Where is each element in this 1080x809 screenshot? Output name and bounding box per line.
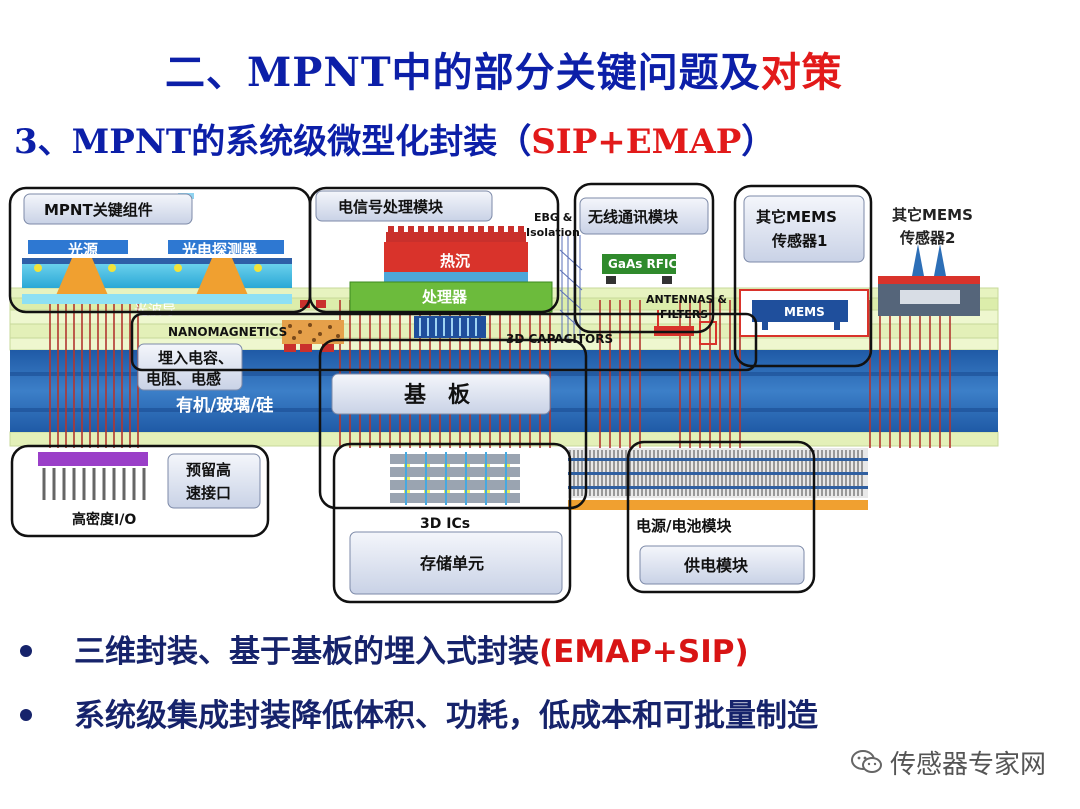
io-chip — [38, 452, 148, 466]
watermark: 传感器专家网 — [850, 744, 1046, 783]
mems1-title-line2: 传感器1 — [771, 232, 827, 250]
mems2-label-line2: 传感器2 — [899, 229, 955, 247]
gaas-rfic-label: GaAs RFIC — [608, 257, 677, 271]
3d-ics-label: 3D ICs — [420, 516, 470, 532]
bullet-dot — [20, 708, 32, 721]
power-battery-stack — [568, 448, 868, 510]
gaas-rfic-chip — [602, 254, 676, 274]
label-boxes — [23, 190, 865, 595]
mems-chip-label: MEMS — [784, 305, 825, 319]
bullet-dot — [20, 644, 32, 657]
photodetector-label: 光电探测器 — [181, 241, 258, 259]
ebg-label: EBG & — [534, 211, 573, 224]
antennas-label: ANTENNAS & — [646, 293, 727, 306]
section-subtitle: 3、MPNT的系统级微型化封装（SIP+EMAP） — [14, 122, 776, 162]
light-source-label: 光源 — [67, 241, 98, 259]
key-components-title: MPNT关键组件 — [44, 201, 153, 219]
optical-components — [22, 193, 292, 304]
supply-module-title: 供电模块 — [683, 556, 749, 575]
outline-boxes — [8, 182, 873, 604]
wechat-icon — [850, 748, 884, 783]
high-density-io-label: 高密度I/O — [72, 511, 136, 528]
page-title: 二、MPNT中的部分关键问题及对策 — [165, 49, 843, 96]
substrate-title: 基 板 — [404, 383, 471, 408]
wireless-module-title: 无线通讯模块 — [587, 208, 679, 226]
processor-label: 处理器 — [421, 288, 468, 306]
mems-sensor1-chip — [739, 289, 869, 337]
nanomagnetics-label: NANOMAGNETICS — [168, 325, 287, 339]
mems2-label-line1: 其它MEMS — [892, 206, 973, 224]
power-module-label: 电源/电池模块 — [636, 517, 732, 535]
reserved-title-line2: 速接口 — [186, 484, 231, 502]
mems-sensor2-chip — [878, 244, 980, 316]
3d-ics-stack — [390, 452, 520, 505]
substrate-material-label: 有机/玻璃/硅 — [176, 395, 273, 416]
embedded-title-line2: 电阻、电感 — [146, 370, 221, 388]
isolation-label: Isolation — [526, 226, 580, 239]
mems1-title-line1: 其它MEMS — [756, 208, 837, 226]
bullet-item-1: 三维封装、基于基板的埋入式封装(EMAP+SIP) — [20, 626, 749, 671]
signal-module-title: 电信号处理模块 — [338, 198, 444, 216]
processor-stack — [349, 226, 553, 338]
storage-unit-title: 存储单元 — [420, 554, 484, 573]
reserved-title-line1: 预留高 — [186, 461, 231, 479]
bullet-item-2: 系统级集成封装降低体积、功耗，低成本和可批量制造 — [20, 690, 818, 735]
heat-sink-label: 热沉 — [440, 252, 470, 270]
embedded-title-line1: 埋入电容、 — [158, 349, 233, 367]
